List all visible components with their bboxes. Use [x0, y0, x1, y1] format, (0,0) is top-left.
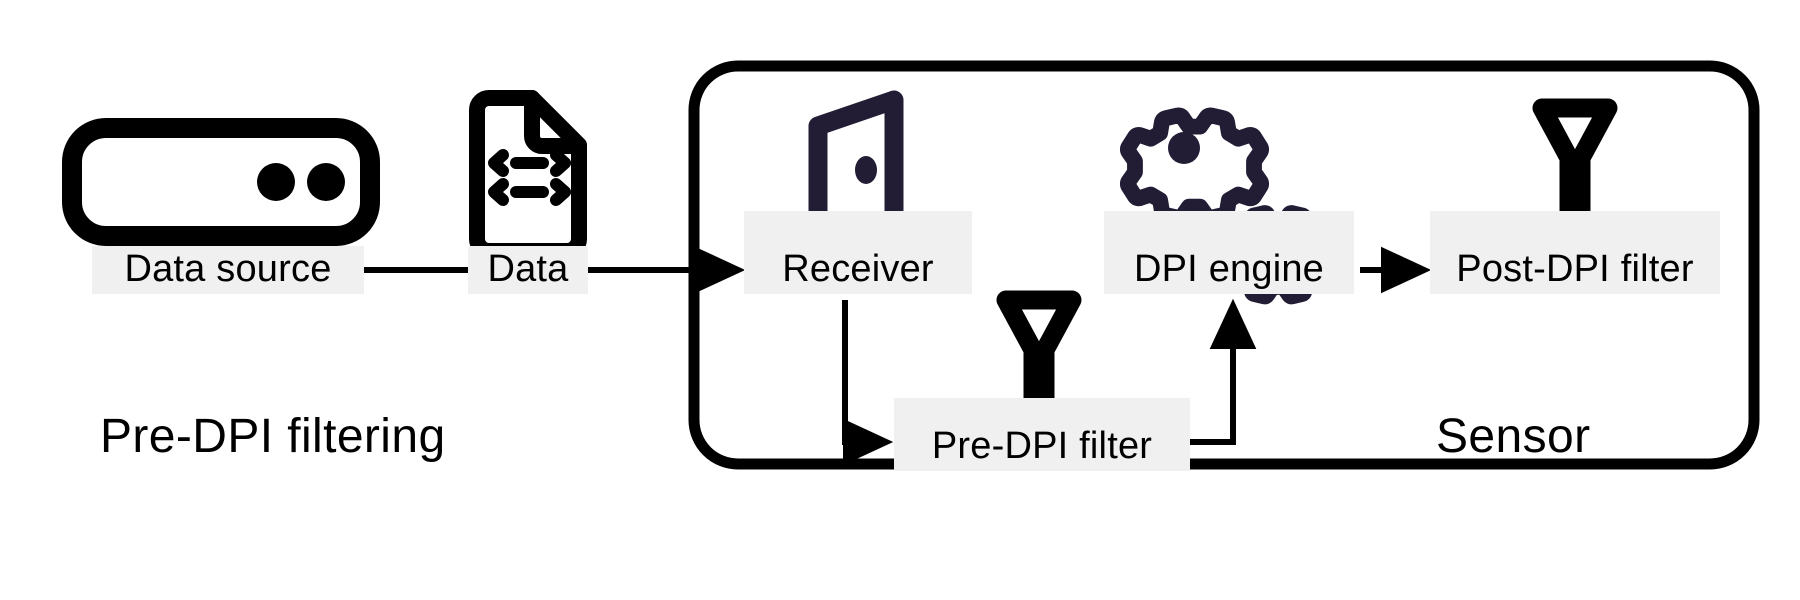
server-icon [62, 118, 380, 246]
node-label-receiver: Receiver [744, 211, 972, 294]
node-label-dpi-engine: DPI engine [1104, 211, 1354, 294]
node-label-pre-dpi-filter: Pre-DPI filter [894, 398, 1190, 471]
edge-receiver-to-predpi [842, 300, 894, 466]
document-data-icon [469, 90, 587, 259]
node-label-post-dpi-filter: Post-DPI filter [1430, 211, 1720, 294]
sensor-container-label: Sensor [1436, 410, 1591, 463]
connectors [362, 246, 1432, 466]
node-label-data-source: Data source [92, 246, 364, 294]
section-title-pre-dpi-filtering: Pre-DPI filtering [100, 410, 446, 463]
edge-predpi-to-dpiengine [1190, 298, 1257, 445]
node-label-data: Data [468, 246, 588, 294]
